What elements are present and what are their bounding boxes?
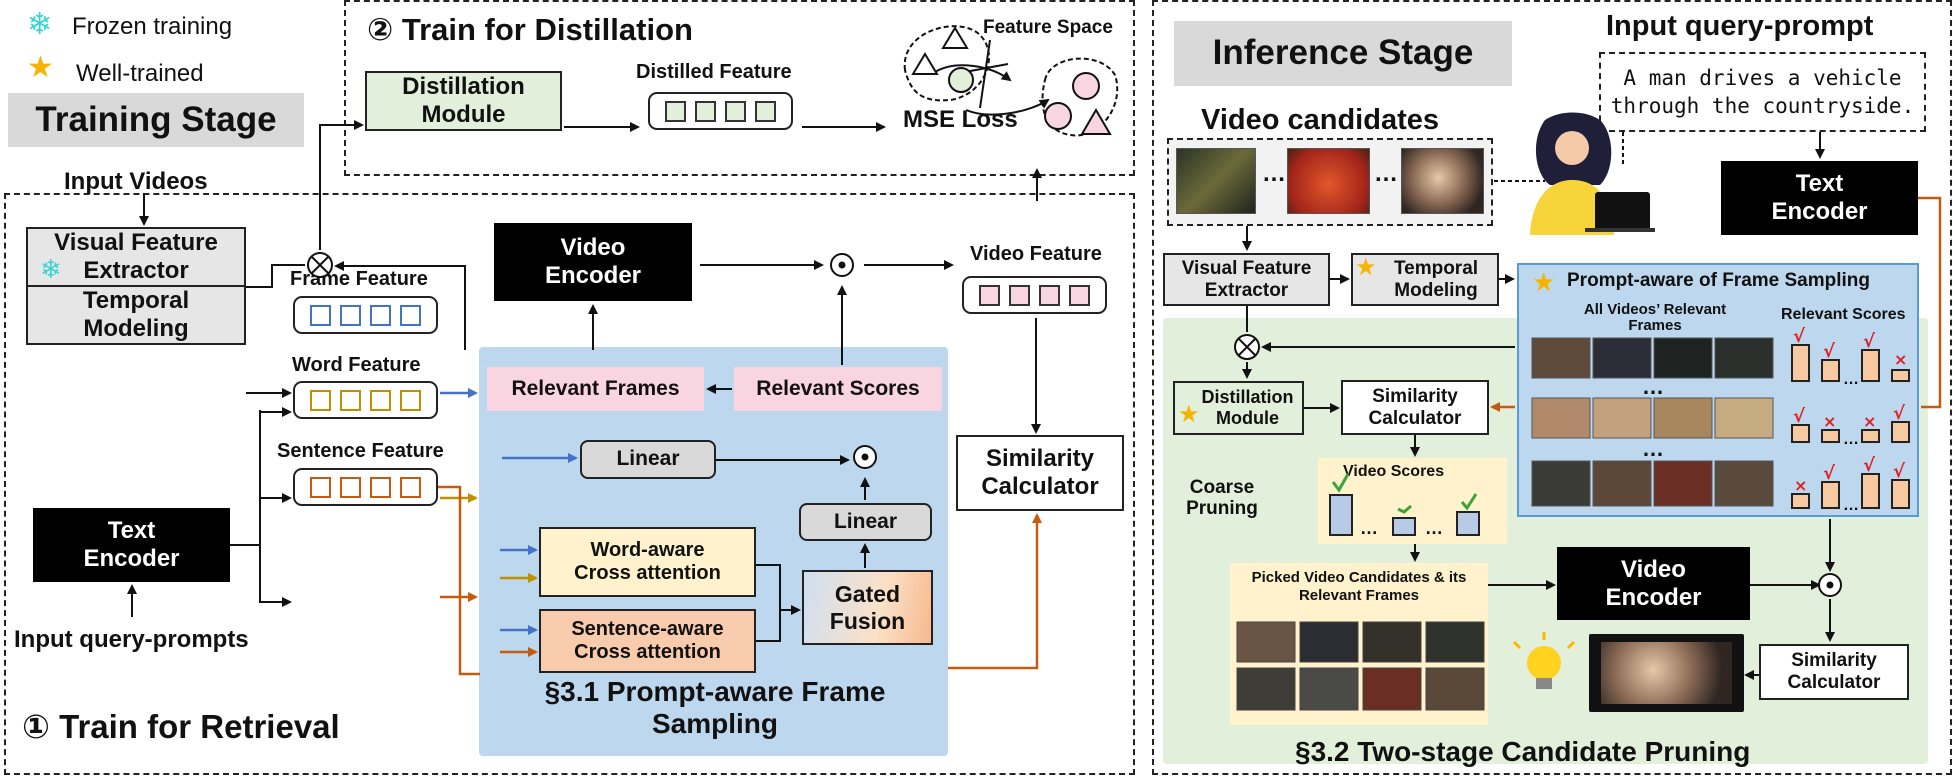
result-film-frame [1589, 634, 1744, 712]
word-feature-vector [293, 381, 438, 419]
video-scores-label: Video Scores [1343, 463, 1445, 480]
all-videos-frames-label: All Videos’ Relevant Frames [1583, 301, 1727, 334]
word-feature-label: Word Feature [292, 354, 421, 376]
relevant-frames: Relevant Frames [487, 367, 704, 411]
ellipsis: … [1374, 160, 1398, 187]
linear-2: Linear [799, 503, 932, 541]
sentence-feature-vector [293, 468, 438, 506]
snowflake-icon: ❄ [40, 254, 62, 284]
frame-feature-label: Frame Feature [290, 268, 428, 290]
inference-distillation-module: Distillation Module [1173, 381, 1304, 435]
picked-candidates-title: Picked Video Candidates & its Relevant F… [1251, 569, 1467, 604]
input-query-prompts-label: Input query-prompts [14, 626, 249, 653]
inference-distillation-module-label: Distillation Module [1201, 387, 1294, 428]
inference-temporal-modeling-label: Temporal Modeling [1393, 257, 1479, 301]
retrieval-panel [4, 193, 1135, 775]
gated-fusion: Gated Fusion [802, 570, 933, 645]
inference-video-encoder: Video Encoder [1557, 547, 1750, 620]
visual-feature-extractor-label: Visual Feature Extractor [54, 229, 218, 284]
frame-feature-vector [293, 296, 438, 334]
legend-frozen: Frozen training [72, 13, 233, 40]
distill-title: ② Train for Distillation [367, 12, 693, 47]
candidate-frame [1287, 148, 1370, 214]
relevant-scores: Relevant Scores [734, 367, 942, 411]
similarity-calculator: Similarity Calculator [956, 435, 1124, 511]
section-32-title: §3.2 Two-stage Candidate Pruning [1295, 736, 1751, 767]
candidate-frame [1176, 148, 1256, 214]
inference-panel [1152, 0, 1952, 775]
star-icon: ★ [27, 51, 54, 84]
mse-loss-label: MSE Loss [903, 106, 1018, 133]
inference-similarity-1: Similarity Calculator [1341, 380, 1489, 435]
distillation-panel [344, 0, 1135, 176]
star-icon: ★ [1532, 267, 1556, 297]
training-stage-label: Training Stage [8, 93, 304, 147]
query-text: A man drives a vehicle through the count… [1610, 65, 1915, 118]
distilled-feature-vector [648, 92, 793, 130]
snowflake-icon: ❄ [27, 8, 53, 41]
inference-stage-label: Inference Stage [1174, 21, 1512, 86]
legend-well-trained: Well-trained [76, 60, 204, 87]
text-encoder: Text Encoder [33, 508, 230, 582]
linear-1: Linear [580, 440, 716, 479]
inference-similarity-2: Similarity Calculator [1759, 644, 1909, 700]
temporal-modeling: Temporal Modeling [26, 285, 246, 345]
feature-space-label: Feature Space [983, 17, 1113, 38]
video-feature-label: Video Feature [970, 243, 1102, 265]
prompt-aware-title: Prompt-aware of Frame Sampling [1567, 270, 1871, 291]
star-icon: ★ [1178, 401, 1200, 428]
relevant-scores-label: Relevant Scores [1781, 306, 1906, 323]
video-candidates-label: Video candidates [1201, 104, 1439, 136]
input-videos-label: Input Videos [64, 168, 208, 195]
inference-text-encoder: Text Encoder [1721, 161, 1918, 235]
section-31-title: §3.1 Prompt-aware Frame Sampling [544, 676, 886, 740]
inference-visual-extractor: Visual Feature Extractor [1163, 253, 1330, 306]
sentence-feature-label: Sentence Feature [277, 440, 444, 462]
retrieval-title: ① Train for Retrieval [22, 708, 340, 745]
distilled-feature-label: Distilled Feature [636, 61, 792, 83]
video-encoder: Video Encoder [494, 223, 692, 301]
inference-temporal-modeling: Temporal Modeling [1351, 253, 1499, 306]
video-feature-vector [962, 276, 1107, 314]
coarse-pruning-label: Coarse Pruning [1186, 477, 1258, 519]
word-aware-cross-attention: Word-aware Cross attention [539, 527, 756, 597]
distillation-module: Distillation Module [365, 71, 562, 131]
star-icon: ★ [1355, 254, 1377, 281]
sentence-aware-cross-attention: Sentence-aware Cross attention [539, 609, 756, 673]
input-query-prompt-title: Input query-prompt [1606, 10, 1874, 42]
ellipsis: … [1262, 160, 1286, 187]
query-prompt-box: A man drives a vehicle through the count… [1599, 52, 1926, 132]
candidate-frame [1401, 148, 1484, 214]
